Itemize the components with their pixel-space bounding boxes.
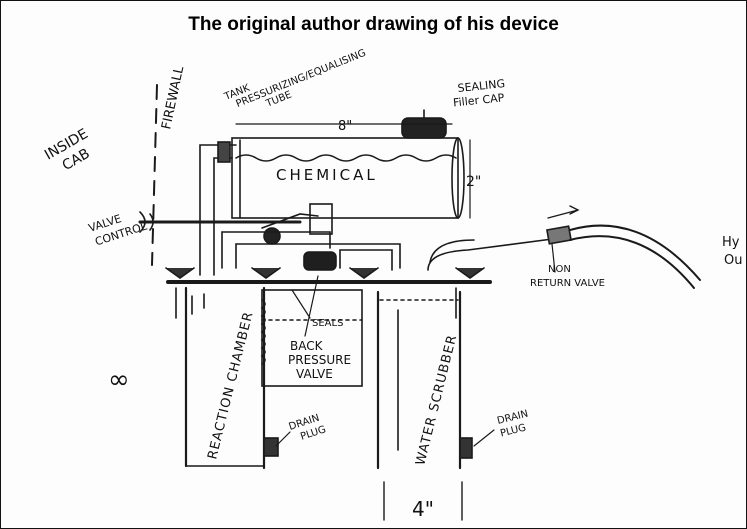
page-title: The original author drawing of his devic… <box>188 14 559 35</box>
non-return-label: NON RETURN VALVE <box>530 264 605 289</box>
inside-cab-label: INSIDE CAB <box>42 124 104 179</box>
firewall-label: FIREWALL <box>159 64 187 131</box>
hy-out-label: Hy Ou <box>722 235 744 268</box>
valve-control <box>138 203 333 245</box>
pressurizing-tube <box>199 141 237 276</box>
nrv-leader <box>551 243 556 273</box>
drain-left-leader <box>275 431 291 447</box>
drain-right-leader <box>473 429 495 447</box>
water-scrubber-label: WATER SCRUBBER <box>413 333 460 467</box>
output-hose <box>427 205 701 289</box>
reaction-chamber-label: REACTION CHAMBER <box>205 310 256 461</box>
filler-cap <box>401 109 447 139</box>
seals-label: SEALS <box>312 318 343 329</box>
water-scrubber <box>376 287 473 470</box>
chemical-label: CHEMICAL <box>276 166 378 184</box>
dim-8-label: 8" <box>338 119 352 134</box>
firewall-line <box>151 84 158 266</box>
tank-to-chamber-pipe <box>221 231 331 269</box>
chemical-tank <box>231 137 465 219</box>
center-can <box>260 289 363 387</box>
infinity-mark: ∞ <box>108 365 130 395</box>
back-pressure-valve <box>303 251 337 271</box>
wing-nuts <box>165 267 485 279</box>
seals-leader <box>291 289 311 319</box>
cross-pipe <box>235 243 401 269</box>
dim-2-label: 2" <box>466 174 481 190</box>
sealing-cap-label: SEALING Filler CAP <box>451 77 511 110</box>
bpv-leader <box>304 275 319 337</box>
drain-plug-left-label: DRAIN PLUG <box>288 412 328 446</box>
tank-tube-label: TANK PRESSURIZING/EQUALISING TUBE <box>222 36 375 123</box>
scrubber-feed <box>339 249 393 271</box>
drain-plug-right-label: DRAIN PLUG <box>496 408 535 440</box>
back-pressure-label: BACK PRESSURE VALVE <box>288 339 355 381</box>
dim-4-label: 4" <box>412 497 434 521</box>
flow-arrow <box>547 205 580 219</box>
